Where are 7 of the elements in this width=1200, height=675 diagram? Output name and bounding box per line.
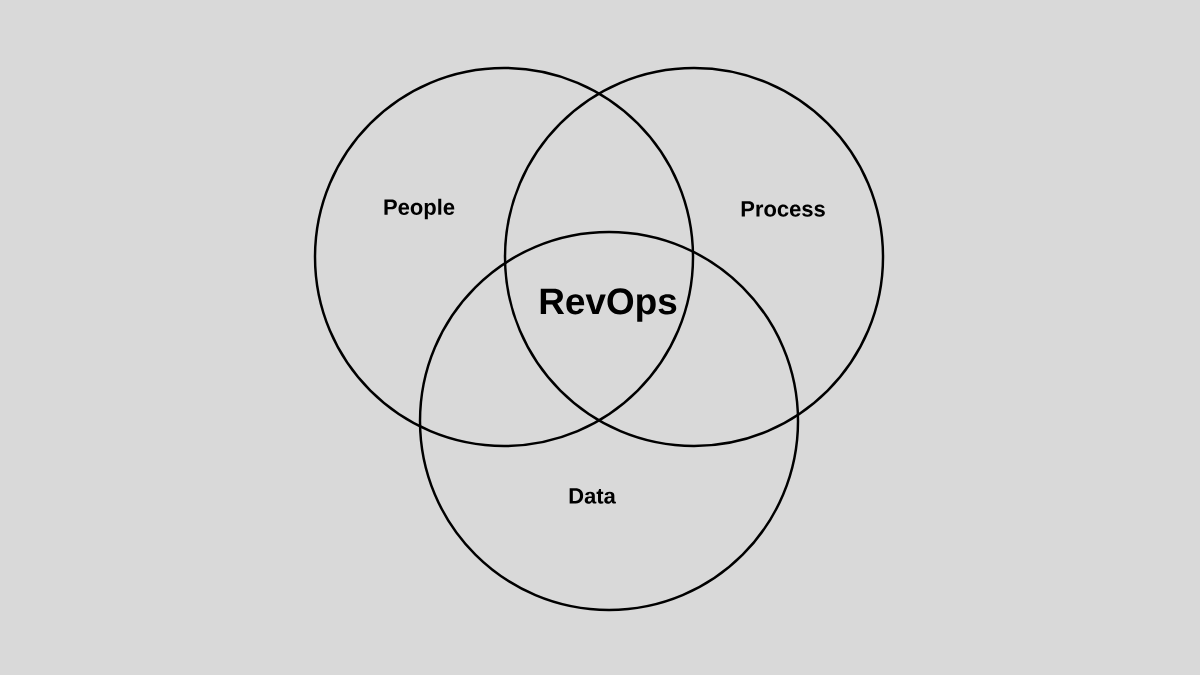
venn-circle	[503, 66, 885, 448]
center-label: RevOps	[540, 288, 677, 322]
circle-label: Process	[741, 201, 825, 217]
circle-label: People	[384, 198, 455, 220]
circle-label: Data	[569, 488, 616, 504]
venn-circle	[313, 66, 695, 448]
venn-circle	[418, 230, 800, 612]
